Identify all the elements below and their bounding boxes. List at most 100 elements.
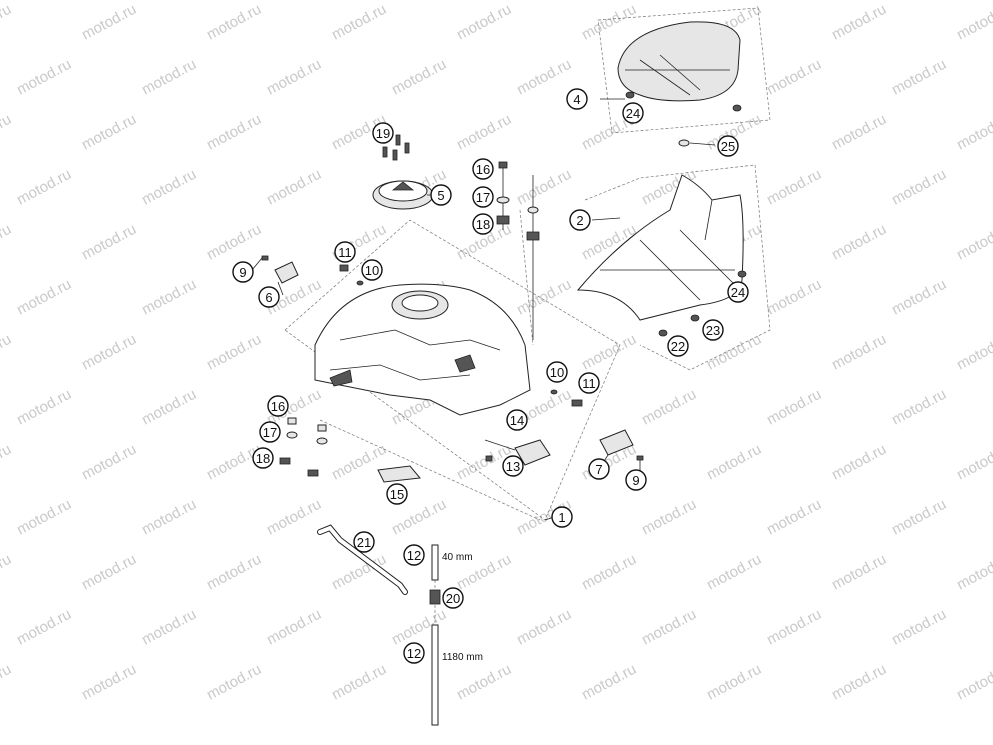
callout-14: 14 — [506, 409, 528, 431]
screws-part — [382, 134, 410, 161]
callout-18: 18 — [472, 213, 494, 235]
watermark-text: motod.ru — [579, 331, 639, 374]
callout-11: 11 — [334, 241, 356, 263]
long-hose-dimension: 1180 mm — [442, 652, 483, 663]
watermark-text: motod.ru — [954, 1, 993, 44]
watermark-text: motod.ru — [79, 221, 139, 264]
callout-21: 21 — [353, 531, 375, 553]
callout-circle — [472, 186, 494, 208]
watermark-text: motod.ru — [14, 606, 74, 649]
watermark-text: motod.ru — [204, 661, 264, 704]
watermark-text: motod.ru — [954, 661, 993, 704]
screw-part — [261, 255, 269, 261]
callout-17: 17 — [472, 186, 494, 208]
watermark-text: motod.ru — [889, 386, 949, 429]
watermark-text: motod.ru — [889, 606, 949, 649]
watermark-text: motod.ru — [829, 441, 889, 484]
callout-10: 10 — [361, 259, 383, 281]
watermark-text: motod.ru — [639, 606, 699, 649]
watermark-text: motod.ru — [14, 386, 74, 429]
hose-long-part — [431, 624, 439, 726]
callout-circle — [442, 587, 464, 609]
callout-label: 14 — [510, 413, 524, 428]
callout-7: 7 — [588, 458, 610, 480]
fuel-pump-part — [484, 439, 551, 466]
rider-seat-part — [576, 174, 747, 337]
watermark-text: motod.ru — [889, 166, 949, 209]
nut-part — [550, 389, 558, 395]
watermark-text: motod.ru — [14, 496, 74, 539]
callout-circle — [667, 335, 689, 357]
watermark-text: motod.ru — [264, 166, 324, 209]
callout-label: 19 — [376, 126, 390, 141]
callout-24: 24 — [622, 102, 644, 124]
callout-16: 16 — [267, 395, 289, 417]
watermark-text: motod.ru — [139, 276, 199, 319]
watermark-text: motod.ru — [954, 441, 993, 484]
watermark-text: motod.ru — [704, 551, 764, 594]
callout-label: 20 — [446, 591, 460, 606]
watermark-text: motod.ru — [204, 551, 264, 594]
callout-25: 25 — [717, 135, 739, 157]
callout-circle — [361, 259, 383, 281]
watermark-text: motod.ru — [829, 331, 889, 374]
callout-circle — [566, 88, 588, 110]
watermark-text: motod.ru — [579, 1, 639, 44]
drain-hose-part — [317, 524, 408, 595]
watermark-text: motod.ru — [954, 111, 993, 154]
callout-label: 11 — [338, 245, 352, 260]
callout-circle — [372, 122, 394, 144]
callout-label: 24 — [731, 285, 745, 300]
callout-label: 11 — [582, 376, 596, 391]
watermark-text: motod.ru — [514, 56, 574, 99]
watermark-text: motod.ru — [0, 221, 14, 264]
watermark-text: motod.ru — [79, 551, 139, 594]
callout-circle — [506, 409, 528, 431]
callout-label: 13 — [506, 459, 520, 474]
callout-circle — [353, 531, 375, 553]
callout-circle — [717, 135, 739, 157]
grommet-part — [678, 139, 690, 147]
watermark-text: motod.ru — [264, 606, 324, 649]
watermark-text: motod.ru — [14, 276, 74, 319]
callout-circle — [258, 286, 280, 308]
callout-12: 12 — [403, 642, 425, 664]
callout-label: 4 — [573, 92, 580, 107]
screw-part — [636, 455, 644, 461]
watermark-text: motod.ru — [829, 111, 889, 154]
clip-part — [571, 399, 583, 407]
watermark-text: motod.ru — [829, 221, 889, 264]
watermark-text: motod.ru — [0, 551, 14, 594]
callout-label: 22 — [671, 339, 685, 354]
bracket-left-part — [274, 261, 299, 284]
callout-label: 7 — [595, 462, 602, 477]
callout-circle — [403, 642, 425, 664]
callout-label: 23 — [706, 323, 720, 338]
watermark-text: motod.ru — [139, 166, 199, 209]
callout-label: 9 — [632, 473, 639, 488]
watermark-text: motod.ru — [0, 1, 14, 44]
watermark-text: motod.ru — [264, 56, 324, 99]
callout-circle — [334, 241, 356, 263]
callout-9: 9 — [232, 261, 254, 283]
callout-label: 2 — [576, 213, 583, 228]
callout-label: 16 — [271, 399, 285, 414]
callout-label: 12 — [407, 646, 421, 661]
watermark-text: motod.ru — [514, 166, 574, 209]
watermark-text: motod.ru — [764, 496, 824, 539]
callout-24: 24 — [727, 281, 749, 303]
callout-circle — [578, 372, 600, 394]
callout-label: 25 — [721, 139, 735, 154]
watermark-text: motod.ru — [14, 56, 74, 99]
callout-label: 12 — [407, 548, 421, 563]
watermark-text: motod.ru — [0, 441, 14, 484]
callout-layer: 1245679910101111121213141516161717181819… — [232, 88, 749, 664]
watermark-text: motod.ru — [954, 551, 993, 594]
callout-circle — [386, 483, 408, 505]
callout-22: 22 — [667, 335, 689, 357]
callout-circle — [702, 319, 724, 341]
callout-15: 15 — [386, 483, 408, 505]
nut-part — [356, 280, 364, 286]
callout-label: 6 — [265, 290, 272, 305]
watermark-text: motod.ru — [764, 606, 824, 649]
